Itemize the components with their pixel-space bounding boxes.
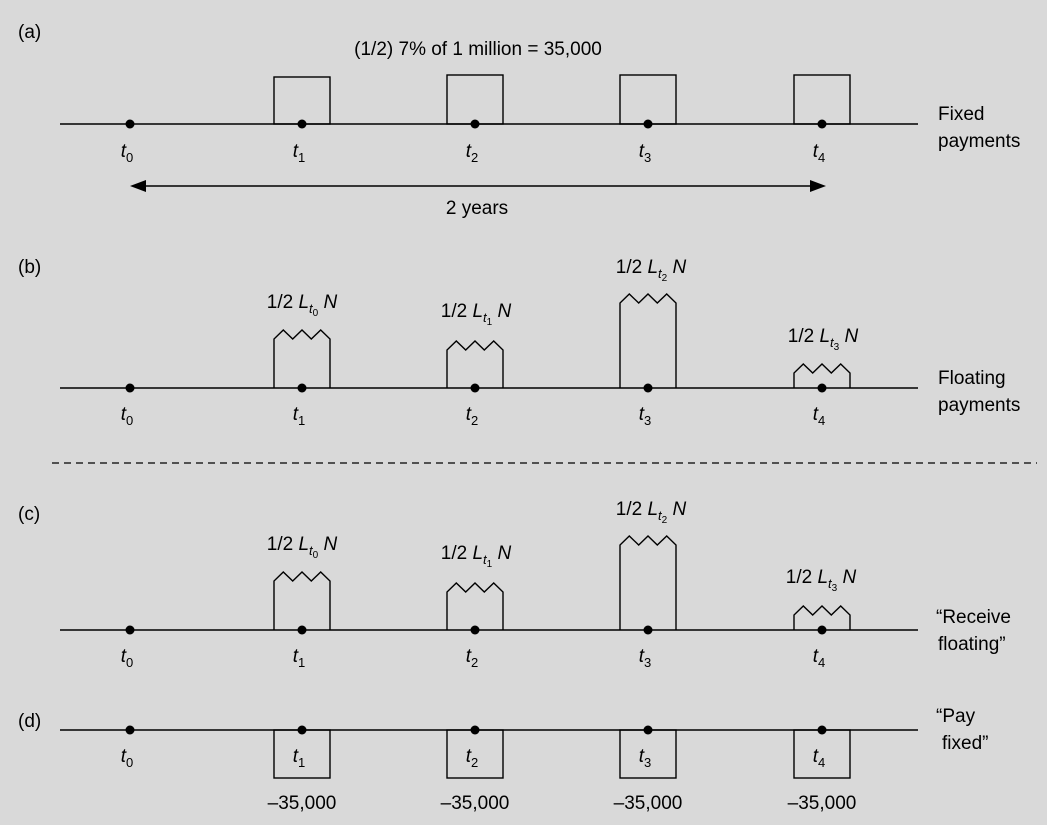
floating-amount-label-3: 1/2 Lt2 N [616, 499, 687, 526]
floating-amount-label-3: 1/2 Lt2 N [616, 257, 687, 284]
floating-payment-box-4 [793, 363, 851, 388]
panel-b-label: (b) [18, 257, 41, 278]
time-dot [470, 725, 480, 735]
time-label-t4: t4 [813, 746, 826, 770]
time-label-t2: t2 [466, 746, 479, 770]
span-label: 2 years [446, 198, 508, 219]
floating-payment-box-1 [273, 329, 331, 388]
floating-payment-box-3 [619, 293, 677, 388]
fixed-payment-box-4 [793, 74, 851, 125]
floating-amount-label-1: 1/2 Lt0 N [267, 292, 338, 319]
panel-b: (b) 1/2 Lt0 N 1/2 Lt1 N 1/2 Lt2 N 1/2 Lt… [18, 257, 1020, 428]
time-dot [643, 119, 653, 129]
panel-a-label: (a) [18, 22, 41, 43]
pay-fixed-amount-3: –35,000 [614, 793, 683, 814]
time-dot [125, 383, 135, 393]
time-dot [643, 625, 653, 635]
time-label-t4: t4 [813, 404, 826, 428]
time-label-t4: t4 [813, 646, 826, 670]
floating-amount-label-2: 1/2 Lt1 N [441, 301, 512, 328]
time-dot [643, 383, 653, 393]
panel-c: (c) 1/2 Lt0 N 1/2 Lt1 N 1/2 Lt2 N 1/2 Lt… [18, 499, 1011, 670]
time-label-t1: t1 [293, 141, 306, 165]
pay-fixed-box-4 [793, 729, 851, 779]
side-label-pay: “Pay [936, 706, 976, 727]
pay-fixed-box-2 [446, 729, 504, 779]
time-label-t4: t4 [813, 141, 826, 165]
time-dot [817, 119, 827, 129]
fixed-rate-annotation: (1/2) 7% of 1 million = 35,000 [354, 39, 602, 60]
floating-payment-box-3 [619, 535, 677, 630]
time-label-t0: t0 [121, 141, 134, 165]
time-dot [125, 725, 135, 735]
floating-payment-box-1 [273, 571, 331, 630]
floating-amount-label-1: 1/2 Lt0 N [267, 534, 338, 561]
time-dot [297, 725, 307, 735]
time-dot [817, 383, 827, 393]
arrow-right-icon [810, 180, 826, 192]
pay-fixed-amount-1: –35,000 [268, 793, 337, 814]
time-label-t1: t1 [293, 404, 306, 428]
panel-d: (d) t0 t1 t2 t3 t4 –35,000 –35,000 –35,0… [18, 706, 988, 814]
time-label-t0: t0 [121, 646, 134, 670]
floating-payment-box-4 [793, 605, 851, 630]
floating-payment-box-2 [446, 582, 504, 630]
side-label-fixed: Fixed [938, 104, 984, 125]
side-label-payments: payments [938, 395, 1020, 416]
time-dot [470, 119, 480, 129]
time-label-t2: t2 [466, 404, 479, 428]
time-label-t3: t3 [639, 404, 652, 428]
time-dot [470, 383, 480, 393]
side-label-fixed: fixed” [942, 733, 988, 754]
floating-amount-label-4: 1/2 Lt3 N [786, 567, 857, 594]
time-label-t1: t1 [293, 646, 306, 670]
fixed-payment-box-1 [273, 76, 331, 125]
time-label-t3: t3 [639, 141, 652, 165]
time-dot [297, 383, 307, 393]
side-label-receive: “Receive [936, 607, 1011, 628]
time-dot [125, 625, 135, 635]
arrow-left-icon [130, 180, 146, 192]
time-dot [297, 119, 307, 129]
pay-fixed-amount-4: –35,000 [788, 793, 857, 814]
time-label-t3: t3 [639, 646, 652, 670]
time-dot [817, 725, 827, 735]
panel-d-label: (d) [18, 711, 41, 732]
time-dot [470, 625, 480, 635]
side-label-payments: payments [938, 131, 1020, 152]
floating-payment-box-2 [446, 340, 504, 388]
pay-fixed-box-3 [619, 729, 677, 779]
pay-fixed-box-1 [273, 729, 331, 779]
pay-fixed-amount-2: –35,000 [441, 793, 510, 814]
time-label-t1: t1 [293, 746, 306, 770]
time-dot [125, 119, 135, 129]
floating-amount-label-4: 1/2 Lt3 N [788, 326, 859, 353]
side-label-floating: floating” [938, 634, 1006, 655]
fixed-payment-box-3 [619, 74, 677, 125]
time-label-t2: t2 [466, 141, 479, 165]
time-dot [817, 625, 827, 635]
time-label-t2: t2 [466, 646, 479, 670]
side-label-floating: Floating [938, 368, 1006, 389]
time-label-t3: t3 [639, 746, 652, 770]
panel-c-label: (c) [18, 504, 40, 525]
panel-a: (a) (1/2) 7% of 1 million = 35,000 t0 t1… [18, 22, 1020, 219]
time-dot [297, 625, 307, 635]
time-label-t0: t0 [121, 404, 134, 428]
time-label-t0: t0 [121, 746, 134, 770]
time-dot [643, 725, 653, 735]
fixed-payment-box-2 [446, 74, 504, 125]
floating-amount-label-2: 1/2 Lt1 N [441, 543, 512, 570]
